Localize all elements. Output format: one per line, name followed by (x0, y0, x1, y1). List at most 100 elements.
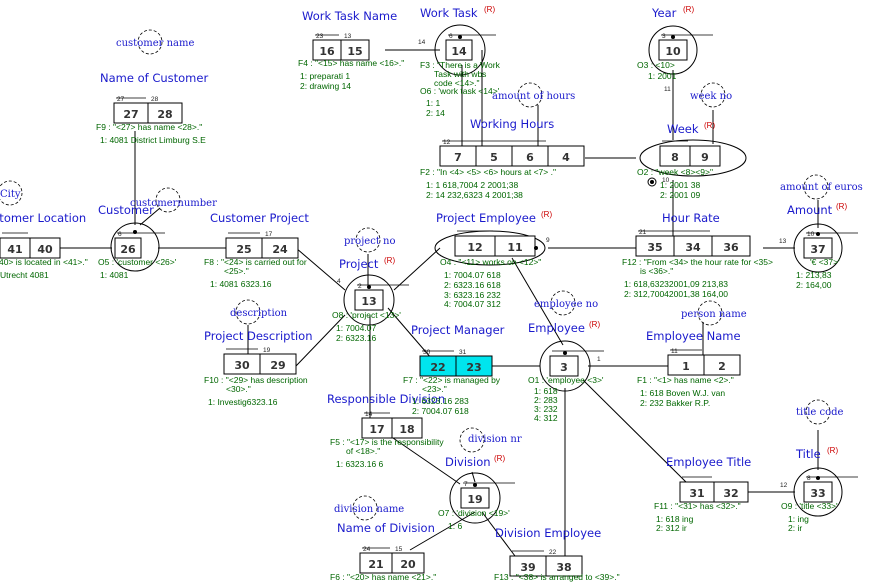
num-12: 12 (780, 482, 788, 489)
role-cell[interactable] (354, 289, 384, 311)
title-box[interactable]: 338 (803, 475, 858, 503)
role-cell[interactable] (494, 235, 536, 257)
pop-name-of-customer-1: 1: 4081 District Limburg S.E (100, 135, 206, 145)
role-number: 21 (639, 229, 647, 236)
role-cell[interactable] (340, 39, 370, 61)
pop-customer-project-1: 1: 4081 6323.16 (210, 279, 272, 289)
o-title: O9 : 'title <33>' (781, 501, 838, 511)
role-cell[interactable] (803, 237, 833, 259)
role-cell[interactable] (261, 237, 299, 259)
role-cell[interactable] (703, 354, 741, 376)
pop-employee-name-1: 1: 618 Boven W.J. van (640, 388, 725, 398)
pop-project-manager-2: 2: 7004.07 618 (412, 406, 469, 416)
fact-texts: F4 : "<15> has name <16>." 1: preparati … (0, 58, 840, 582)
role-cell-number: 9 (701, 151, 709, 164)
pop-work-task-name-2: 2: drawing 14 (300, 81, 351, 91)
role-cell[interactable] (547, 145, 585, 167)
role-cell-number: 20 (400, 558, 416, 571)
fact-employee-name: F1 : "<1> has name <2>." (637, 375, 734, 385)
pop-week-1: 1: 2001 38 (660, 180, 700, 190)
pop-employee-2: 2: 283 (534, 395, 558, 405)
role-cell-number: 19 (467, 493, 482, 506)
role-cell[interactable] (455, 355, 493, 377)
pop-project-employee-4: 4: 7004.07 312 (444, 299, 501, 309)
role-cell[interactable] (147, 102, 183, 124)
role-cell-number: 11 (507, 241, 522, 254)
role-cell[interactable] (445, 39, 473, 61)
role-cell-number: 7 (454, 151, 462, 164)
role-number: 11 (671, 348, 678, 355)
pop-employee-1: 1: 618 (534, 386, 558, 396)
name-of-division-title: Name of Division (337, 521, 435, 535)
role-cell[interactable] (803, 481, 833, 503)
label-week-no: week no (690, 91, 732, 102)
pop-employee-name-2: 2: 232 Bakker R.P. (640, 398, 710, 408)
label-project-no: project no (344, 236, 395, 247)
pop-work-task-2: 2: 14 (426, 108, 445, 118)
role-cell-number: 39 (520, 561, 535, 574)
label-description: description (230, 308, 288, 319)
customer-box[interactable]: 266 (114, 231, 165, 259)
role-cell[interactable] (545, 555, 583, 577)
role-cell-number: 3 (560, 361, 568, 374)
employee-box[interactable]: 3 (549, 350, 604, 377)
role-cell[interactable] (711, 235, 751, 257)
label-employee-no: employee no (534, 299, 598, 310)
fact-project-description: F10 : "<29> has description (204, 375, 308, 385)
role-number: 23 (316, 33, 324, 40)
o-employee: O1 : 'employee <3>' (528, 375, 604, 385)
fact-working-hours: F2 : "In <4> <5> <6> hours at <7> ." (420, 167, 556, 177)
year-box[interactable]: 103 (658, 33, 713, 61)
fact-name-of-division: F6 : "<20> has name <21>." (330, 572, 436, 582)
role-cell-number: 27 (123, 108, 138, 121)
role-cell-number: 25 (236, 243, 251, 256)
project-box[interactable]: 132 (354, 283, 409, 311)
role-cell-number: 8 (671, 151, 679, 164)
role-number: 2 (358, 283, 362, 290)
title-entity-title: Title (795, 447, 821, 461)
role-number: 8 (807, 475, 811, 482)
work-task-box[interactable]: 146 (445, 33, 496, 61)
role-cell[interactable] (114, 237, 142, 259)
role-cell-number: 26 (120, 243, 136, 256)
role-cell-number: 28 (157, 108, 172, 121)
label-amount-of-hours: amount of hours (492, 91, 575, 102)
pop-customer-1: 1: 4081 (100, 270, 129, 280)
role-cell[interactable] (259, 353, 297, 375)
pop-week-2: 2: 2001 09 (660, 190, 700, 200)
o-work-task: O6 : 'work task <14>' (420, 86, 500, 96)
fact-project-employee: O4 : "<11> works on <12>" (440, 257, 541, 267)
role-cell[interactable] (391, 417, 423, 439)
role-cell[interactable] (713, 481, 749, 503)
role-number: 17 (265, 231, 273, 238)
role-cell[interactable] (549, 355, 579, 377)
role-cell[interactable] (460, 487, 490, 509)
role-cell[interactable] (689, 145, 721, 167)
amount-r: (R) (836, 202, 847, 211)
role-cell[interactable] (29, 237, 61, 259)
pop-project-description-1: 1: Investig6323.16 (208, 397, 278, 407)
role-cell[interactable] (658, 39, 688, 61)
pop-work-task-1: 1: 1 (426, 98, 440, 108)
o-division: O7 : 'division <19>' (438, 508, 510, 518)
division-box[interactable]: 197 (460, 481, 515, 509)
connectors (60, 42, 819, 557)
role-cell[interactable] (391, 552, 425, 574)
o-amount: '€ <37>' (810, 257, 840, 267)
